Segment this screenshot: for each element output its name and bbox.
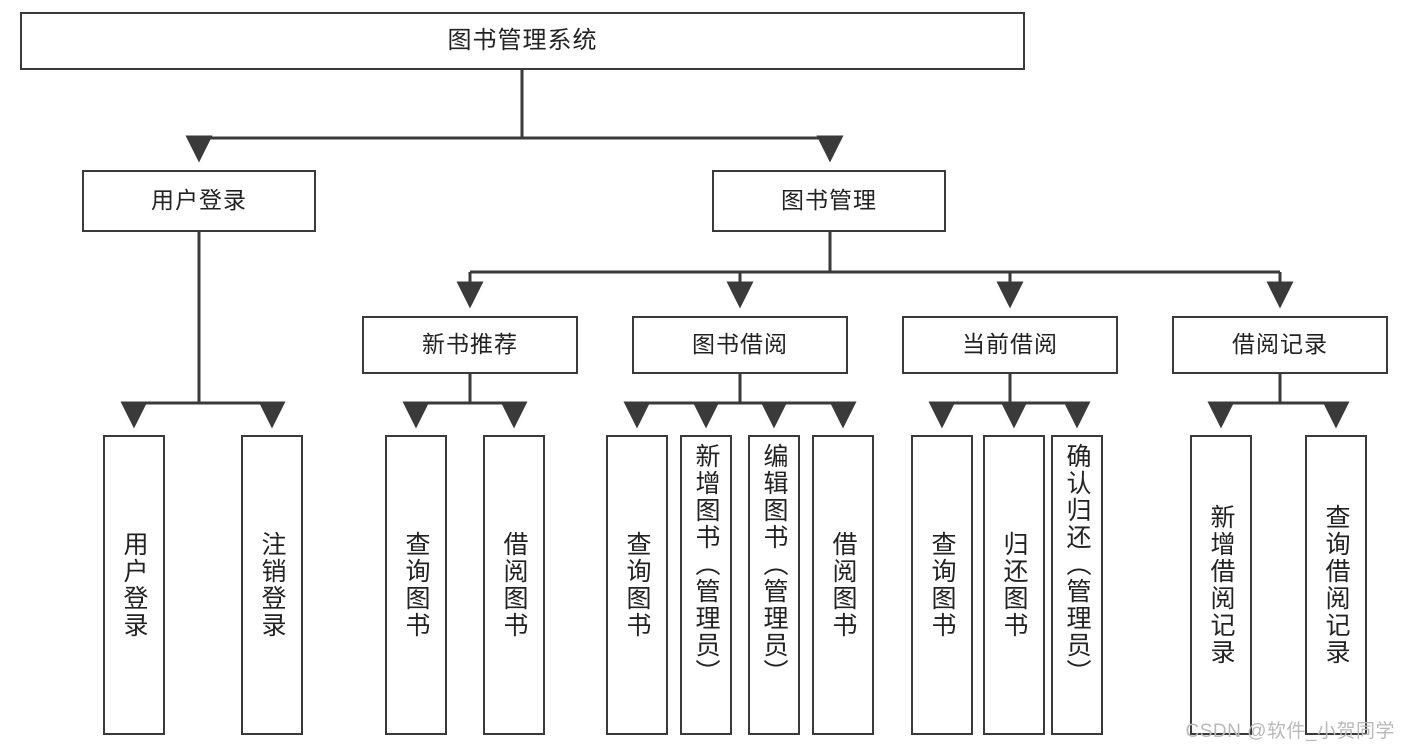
leaf-label: 用户登录 xyxy=(120,531,148,639)
leaf-label: 编辑图书（管理员） xyxy=(760,443,788,686)
node-label: 新书推荐 xyxy=(422,331,518,358)
leaf-node-query-book-recommend[interactable]: 查询图书 xyxy=(385,435,447,735)
leaf-node-add-book-admin[interactable]: 新增图书（管理员） xyxy=(680,435,732,735)
node-book-management[interactable]: 图书管理 xyxy=(712,170,946,232)
leaf-node-edit-book-admin[interactable]: 编辑图书（管理员） xyxy=(748,435,800,735)
leaf-label: 新增图书（管理员） xyxy=(692,443,720,686)
node-current-borrow[interactable]: 当前借阅 xyxy=(902,316,1118,374)
node-label: 图书管理系统 xyxy=(447,26,598,54)
leaf-node-query-book-current[interactable]: 查询图书 xyxy=(911,435,973,735)
leaf-label: 注销登录 xyxy=(258,531,286,639)
node-label: 用户登录 xyxy=(151,187,247,214)
node-label: 当前借阅 xyxy=(962,331,1058,358)
leaf-node-confirm-return-admin[interactable]: 确认归还（管理员） xyxy=(1051,435,1103,735)
leaf-label: 查询图书 xyxy=(928,531,956,639)
leaf-node-user-login[interactable]: 用户登录 xyxy=(103,435,165,735)
node-label: 借阅记录 xyxy=(1232,331,1328,358)
node-book-borrow[interactable]: 图书借阅 xyxy=(632,316,848,374)
leaf-label: 查询借阅记录 xyxy=(1322,504,1350,666)
leaf-node-add-borrow-record[interactable]: 新增借阅记录 xyxy=(1190,435,1252,735)
leaf-label: 归还图书 xyxy=(1000,531,1028,639)
leaf-label: 确认归还（管理员） xyxy=(1063,443,1091,686)
node-user-login[interactable]: 用户登录 xyxy=(82,170,316,232)
node-new-book-recommend[interactable]: 新书推荐 xyxy=(362,316,578,374)
leaf-node-borrow-book-recommend[interactable]: 借阅图书 xyxy=(483,435,545,735)
node-label: 图书借阅 xyxy=(692,331,788,358)
leaf-label: 查询图书 xyxy=(623,531,651,639)
leaf-label: 借阅图书 xyxy=(829,531,857,639)
leaf-node-borrow-book[interactable]: 借阅图书 xyxy=(812,435,874,735)
node-root-system[interactable]: 图书管理系统 xyxy=(20,12,1025,70)
node-borrow-record[interactable]: 借阅记录 xyxy=(1172,316,1388,374)
leaf-label: 查询图书 xyxy=(402,531,430,639)
leaf-node-query-borrow-record[interactable]: 查询借阅记录 xyxy=(1305,435,1367,735)
leaf-node-query-book-borrow[interactable]: 查询图书 xyxy=(606,435,668,735)
leaf-node-return-book[interactable]: 归还图书 xyxy=(983,435,1045,735)
node-label: 图书管理 xyxy=(781,187,877,214)
leaf-label: 新增借阅记录 xyxy=(1207,504,1235,666)
leaf-node-logout[interactable]: 注销登录 xyxy=(241,435,303,735)
leaf-label: 借阅图书 xyxy=(500,531,528,639)
